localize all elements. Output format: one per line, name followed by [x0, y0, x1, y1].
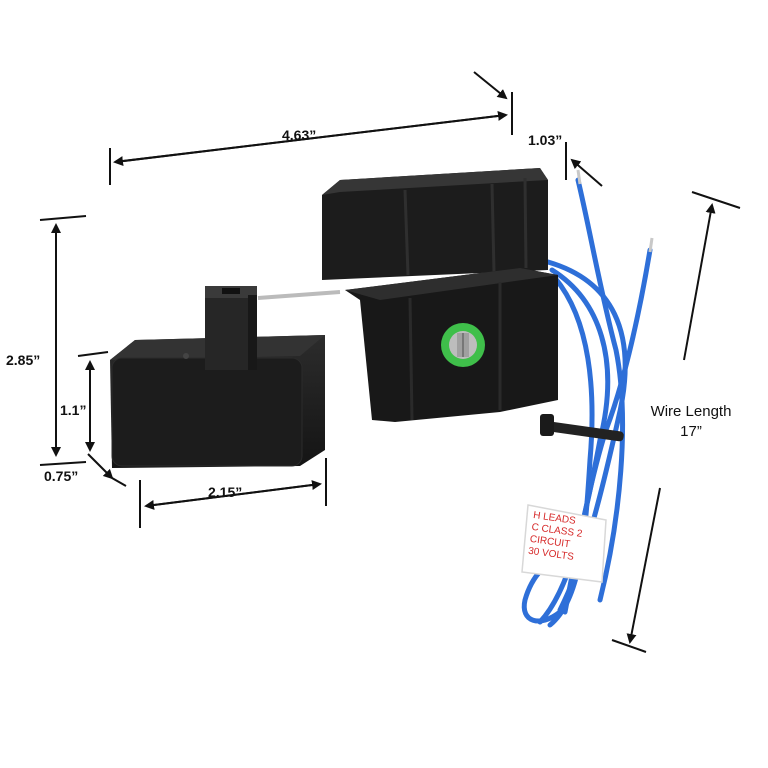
wire-length-title: Wire Length: [650, 403, 732, 420]
dimension-wire-length: [611, 191, 741, 653]
dimension-height: [39, 215, 87, 466]
warning-tag: [521, 504, 607, 583]
dimension-block-length: [139, 458, 327, 528]
dimension-overall-length: [109, 92, 513, 185]
wire-tip-right: [648, 237, 654, 253]
dimension-depth-offset: [473, 71, 603, 187]
dimension-block-height: [77, 351, 109, 452]
warning-tag-text: H LEADS C CLASS 2 CIRCUIT 30 VOLTS: [527, 510, 584, 565]
block-length-label: 2.15”: [208, 484, 243, 500]
dimension-block-depth: [87, 453, 127, 487]
cable-tie: [540, 414, 624, 442]
metal-rod: [257, 290, 341, 300]
block-depth-label: 0.75”: [44, 468, 79, 484]
main-housing: [322, 168, 558, 422]
wire-length-label: Wire Length 17”: [626, 402, 756, 442]
height-label: 2.85”: [6, 352, 41, 368]
wire-tip-left: [576, 169, 582, 185]
block-height-label: 1.1”: [60, 402, 87, 418]
wire-length-value: 17”: [680, 423, 702, 440]
sensor-block: [110, 286, 325, 468]
overall-length-label: 4.63”: [282, 127, 317, 143]
depth-offset-label: 1.03”: [528, 132, 563, 148]
